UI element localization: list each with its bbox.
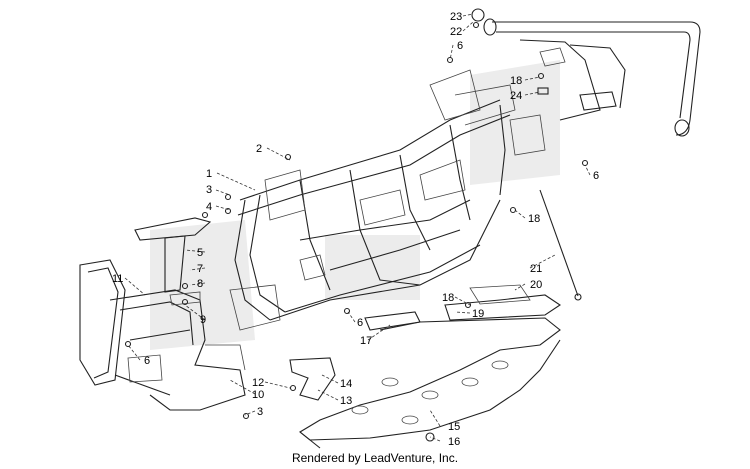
callout-5: 5 <box>197 247 203 259</box>
callout-15: 15 <box>448 421 460 433</box>
callout-4: 4 <box>206 201 212 213</box>
callout-18-right: 18 <box>528 213 540 225</box>
callout-9: 9 <box>200 314 206 326</box>
main-frame <box>229 69 546 331</box>
callout-12: 12 <box>252 377 264 389</box>
fasteners <box>124 8 589 442</box>
credit-text: Rendered by LeadVenture, Inc. <box>291 451 459 465</box>
callout-19: 19 <box>472 308 484 320</box>
callout-21: 21 <box>530 263 542 275</box>
callout-20: 20 <box>530 279 542 291</box>
callout-6-right: 6 <box>593 170 599 182</box>
brace-rod <box>539 189 579 297</box>
skid-plate <box>299 317 561 449</box>
callout-22: 22 <box>450 26 462 38</box>
callout-8: 8 <box>197 278 203 290</box>
callout-6-rear-rack: 6 <box>457 40 463 52</box>
callout-2: 2 <box>256 143 262 155</box>
callout-24: 24 <box>510 90 522 102</box>
rear-rack <box>483 18 701 137</box>
callout-numbers: 1 2 3 4 5 6 7 8 9 10 11 12 13 14 15 16 1… <box>112 11 599 448</box>
callout-14: 14 <box>340 378 352 390</box>
left-brackets <box>134 217 212 306</box>
frame-strip <box>364 311 421 331</box>
callout-17: 17 <box>360 335 372 347</box>
callout-23: 23 <box>450 11 462 23</box>
callout-6-bumper: 6 <box>144 355 150 367</box>
callout-13: 13 <box>340 395 352 407</box>
callout-6-center: 6 <box>357 317 363 329</box>
callout-11: 11 <box>112 273 123 285</box>
front-bumper <box>79 259 246 411</box>
mount-bracket <box>289 357 336 401</box>
callout-1: 1 <box>206 168 212 180</box>
callout-3-bottom: 3 <box>257 406 263 418</box>
callout-18-top: 18 <box>510 75 522 87</box>
side-bracket <box>444 284 561 321</box>
callout-10: 10 <box>252 389 264 401</box>
callout-18-mid: 18 <box>442 292 454 304</box>
callout-16: 16 <box>448 436 460 448</box>
callout-3: 3 <box>206 184 212 196</box>
callout-7: 7 <box>197 263 203 275</box>
